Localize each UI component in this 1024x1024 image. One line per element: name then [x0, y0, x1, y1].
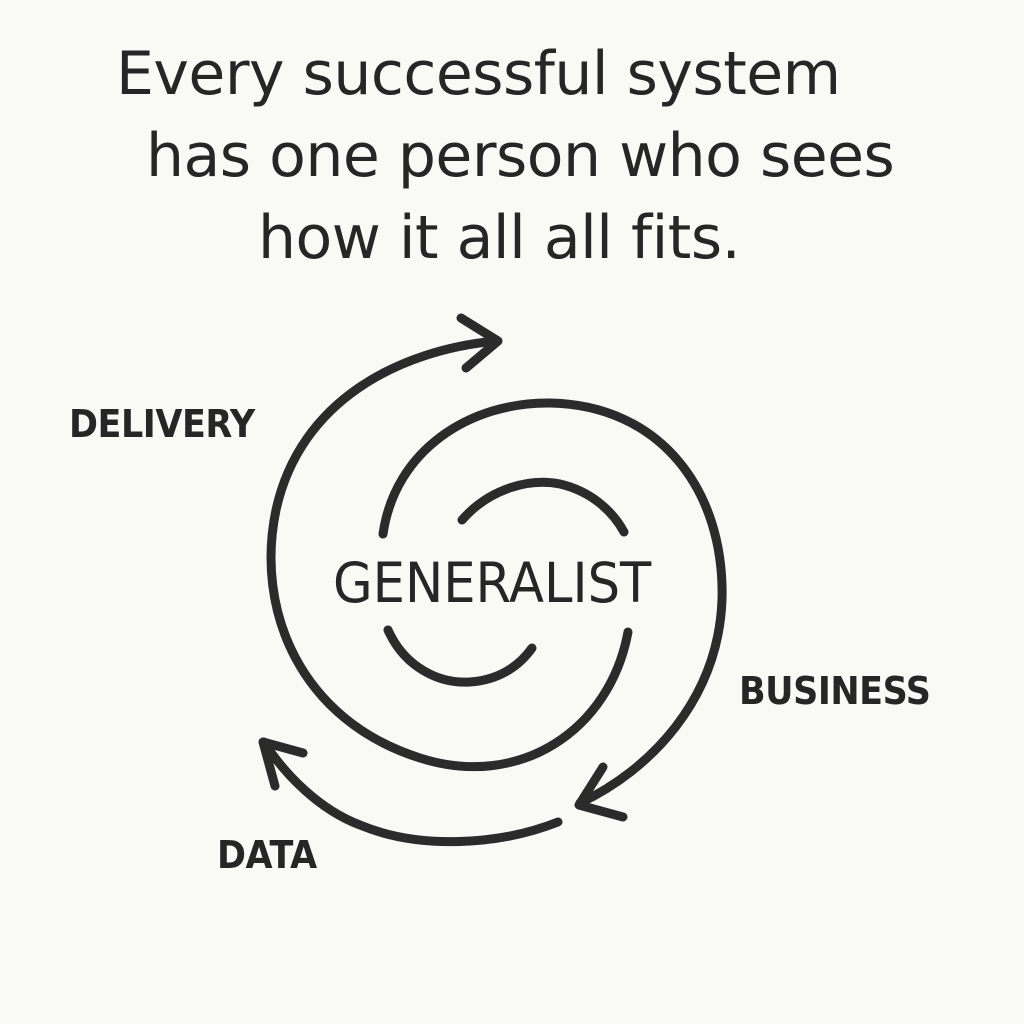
arrow-right-icon	[456, 313, 503, 373]
center-label-generalist: GENERALIST	[333, 551, 652, 615]
headline-line-2: has one person who sees	[146, 121, 895, 191]
middle-spiral-arc	[378, 398, 727, 808]
inner-top-arc	[457, 477, 629, 537]
label-data: DATA	[217, 833, 317, 877]
arrow-down-left-icon	[574, 762, 628, 822]
label-business: BUSINESS	[739, 669, 931, 713]
headline-line-1: Every successful system	[116, 39, 841, 109]
bottom-arc	[259, 737, 563, 847]
inner-bottom-arc	[383, 625, 537, 687]
arrow-up-left-icon	[258, 737, 308, 791]
outer-spiral-arc	[266, 336, 633, 772]
label-delivery: DELIVERY	[69, 402, 255, 446]
headline-line-3: how it all all fits.	[258, 203, 741, 273]
